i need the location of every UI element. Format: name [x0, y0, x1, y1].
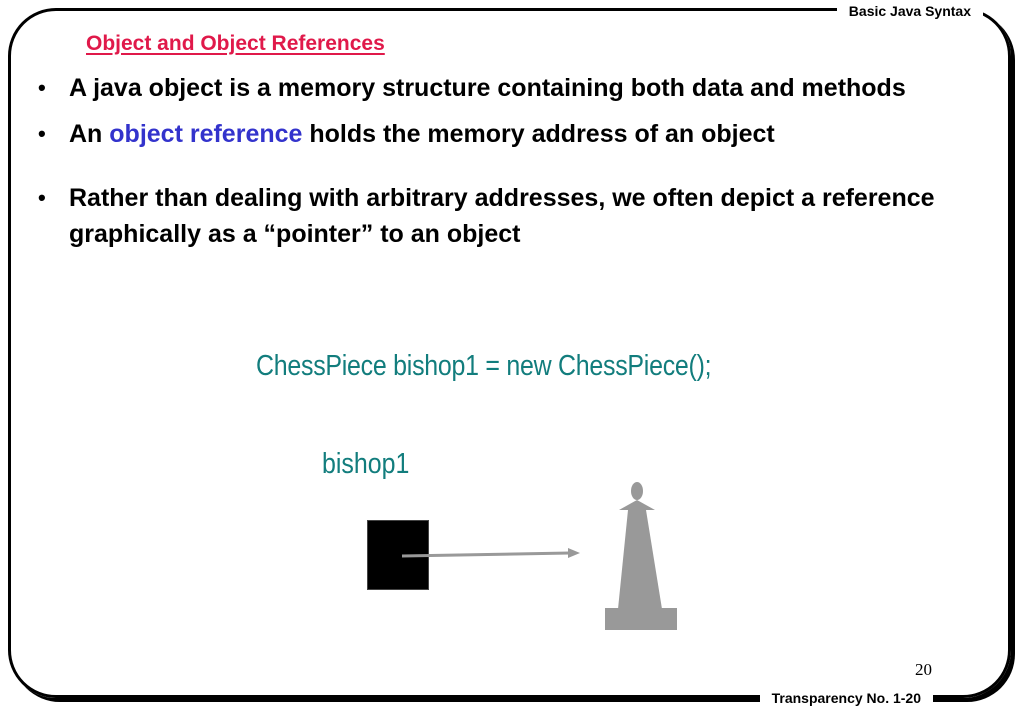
slide-frame	[8, 8, 1011, 698]
page-number: 20	[915, 660, 932, 679]
bullet-marker: •	[38, 75, 46, 100]
footer-label: Transparency No. 1-20	[759, 690, 933, 706]
bullet-text: A java object is a memory structure cont…	[69, 74, 906, 102]
header-label: Basic Java Syntax	[836, 3, 983, 19]
pointer-arrow	[401, 548, 580, 558]
code-statement: ChessPiece bishop1 = new ChessPiece();	[256, 350, 712, 382]
bullet-item: • A java object is a memory structure co…	[30, 70, 990, 106]
bishop-piece-icon	[605, 482, 677, 630]
bullet-marker: •	[38, 185, 46, 210]
slide-title: Object and Object References	[86, 32, 385, 55]
object-reference-term: object reference	[109, 120, 303, 148]
bullet-list: • A java object is a memory structure co…	[30, 70, 990, 252]
variable-label: bishop1	[322, 448, 410, 480]
bullet-text: An	[69, 120, 110, 148]
bullet-marker: •	[38, 121, 46, 146]
bullet-item: • Rather than dealing with arbitrary add…	[30, 180, 990, 252]
bullet-item: • An object reference holds the memory a…	[30, 116, 990, 152]
bullet-text: Rather than dealing with arbitrary addre…	[69, 184, 935, 248]
bullet-text: holds the memory address of an object	[302, 120, 775, 148]
